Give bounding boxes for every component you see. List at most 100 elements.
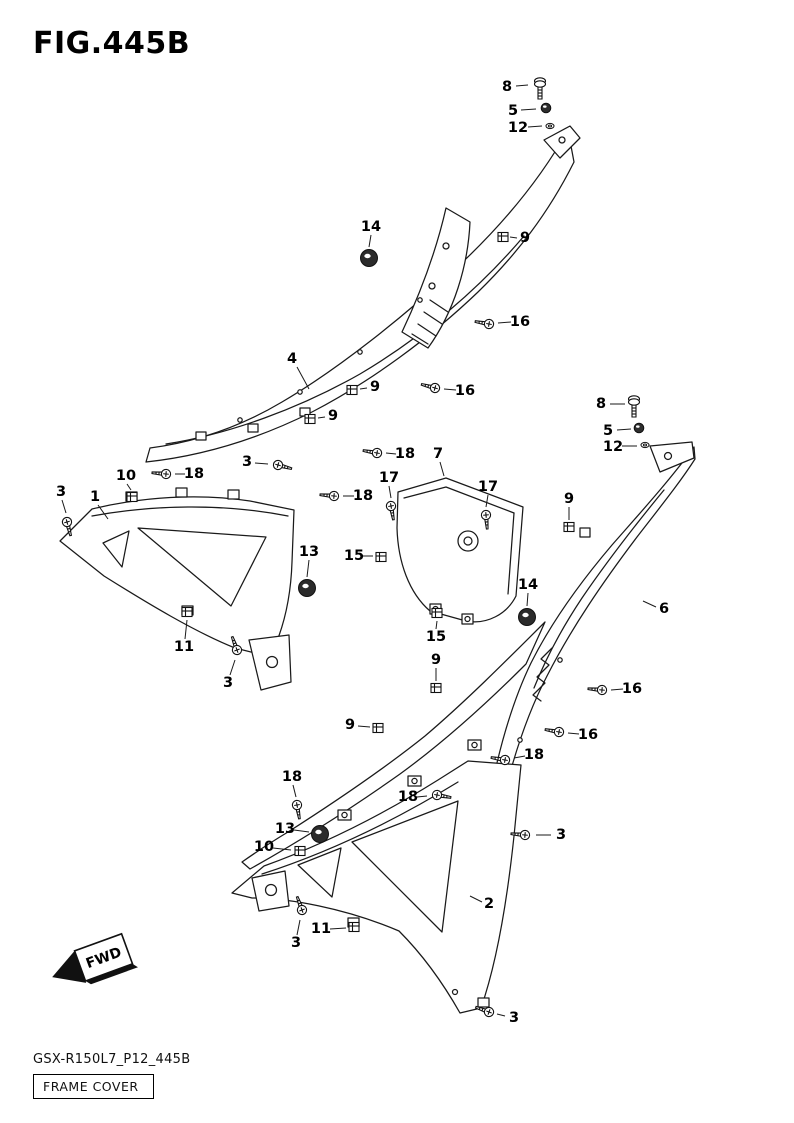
- screw-icon: [587, 683, 608, 696]
- callout-number: 5: [508, 103, 518, 119]
- leader-line: [520, 108, 537, 111]
- leader-line: [513, 755, 526, 759]
- callout-13: 13: [298, 544, 319, 597]
- leader-line: [616, 428, 632, 431]
- callout-number: 9: [520, 230, 530, 246]
- callout-number: 5: [603, 423, 613, 439]
- callout-number: 18: [184, 466, 204, 482]
- callout-12: 12: [603, 439, 650, 455]
- callout-number: 18: [282, 769, 302, 785]
- callout-number: 9: [564, 491, 574, 507]
- leader-line: [610, 688, 624, 691]
- callout-3: 3: [242, 454, 294, 474]
- grommet-icon: [360, 249, 378, 267]
- callout-11: 11: [174, 606, 194, 655]
- leader-line: [526, 592, 529, 607]
- leader-line: [642, 600, 657, 608]
- figure-name: FRAME COVER: [43, 1079, 139, 1094]
- footer: GSX-R150L7_P12_445B FRAME COVER: [33, 1052, 190, 1099]
- callout-number: 16: [455, 383, 475, 399]
- callout-number: 1: [90, 489, 100, 505]
- leader-line: [184, 619, 188, 640]
- callout-number: 15: [344, 548, 364, 564]
- callout-1: 1: [90, 489, 109, 520]
- screw-icon: [361, 445, 383, 459]
- grommet-icon: [298, 579, 316, 597]
- callout-18: 18: [282, 769, 305, 821]
- callout-number: 3: [223, 675, 233, 691]
- callout-number: 16: [622, 681, 642, 697]
- callout-18: 18: [398, 789, 453, 805]
- leader-line: [497, 321, 512, 324]
- callout-10: 10: [116, 468, 138, 503]
- callout-number: 9: [431, 652, 441, 668]
- upper-cover-panel-4: [145, 125, 581, 463]
- screw-icon: [291, 799, 305, 821]
- callout-number: 18: [395, 446, 415, 462]
- callout-number: 13: [299, 544, 319, 560]
- callout-12: 12: [508, 120, 555, 136]
- callout-3: 3: [291, 894, 309, 951]
- callout-17: 17: [478, 479, 498, 530]
- callout-number: 18: [353, 488, 373, 504]
- fwd-marker: FWD: [52, 932, 138, 985]
- callout-number: 10: [116, 468, 136, 484]
- fwd-tag-shadow: [85, 963, 138, 985]
- bolt-icon: [627, 395, 641, 418]
- callout-18: 18: [489, 747, 544, 766]
- callout-7: 7: [433, 446, 445, 477]
- callout-18: 18: [319, 488, 373, 504]
- leader-line: [229, 659, 236, 676]
- callout-number: 3: [242, 454, 252, 470]
- leader-line: [357, 725, 371, 728]
- clip-icon: [126, 491, 138, 503]
- grommet-icon: [518, 608, 536, 626]
- panel-4-outline: [145, 129, 575, 463]
- callout-14: 14: [360, 219, 381, 267]
- callout-number: 16: [510, 314, 530, 330]
- callout-9: 9: [346, 379, 380, 396]
- leader-line: [359, 387, 368, 390]
- callout-number: 3: [56, 484, 66, 500]
- callout-8: 8: [596, 395, 641, 418]
- grommet-icon: [311, 825, 329, 843]
- leader-line: [385, 452, 397, 455]
- leader-line: [317, 416, 326, 419]
- clip-icon: [348, 921, 360, 933]
- leader-line: [296, 919, 301, 936]
- callout-5: 5: [508, 102, 552, 119]
- figure-name-box: FRAME COVER: [33, 1074, 154, 1099]
- callout-number: 17: [478, 479, 498, 495]
- leader-line: [97, 504, 109, 520]
- callout-17: 17: [379, 470, 399, 522]
- callout-number: 11: [311, 921, 331, 937]
- callout-15: 15: [344, 548, 387, 564]
- callout-9: 9: [304, 408, 338, 425]
- leader-line: [293, 829, 310, 833]
- clip-icon: [372, 722, 384, 734]
- callout-18: 18: [151, 466, 204, 482]
- leader-line: [527, 125, 543, 128]
- callout-number: 10: [254, 839, 274, 855]
- clip-icon: [294, 845, 306, 857]
- callouts: 8 5 12 14 9: [56, 77, 669, 1026]
- screw-icon: [151, 467, 172, 480]
- callout-9: 9: [345, 717, 384, 734]
- panel-1-outline: [59, 496, 295, 654]
- callout-number: 11: [174, 639, 194, 655]
- callout-15: 15: [426, 607, 446, 645]
- callout-number: 14: [361, 219, 381, 235]
- callout-number: 3: [509, 1010, 519, 1026]
- screw-icon: [271, 458, 294, 474]
- callout-number: 12: [508, 120, 528, 136]
- leader-line: [439, 461, 445, 477]
- callout-number: 9: [328, 408, 338, 424]
- callout-8: 8: [502, 77, 547, 100]
- callout-number: 2: [484, 896, 494, 912]
- callout-number: 7: [433, 446, 443, 462]
- callout-3: 3: [473, 1002, 519, 1026]
- leader-line: [61, 499, 67, 514]
- clip-icon: [304, 413, 316, 425]
